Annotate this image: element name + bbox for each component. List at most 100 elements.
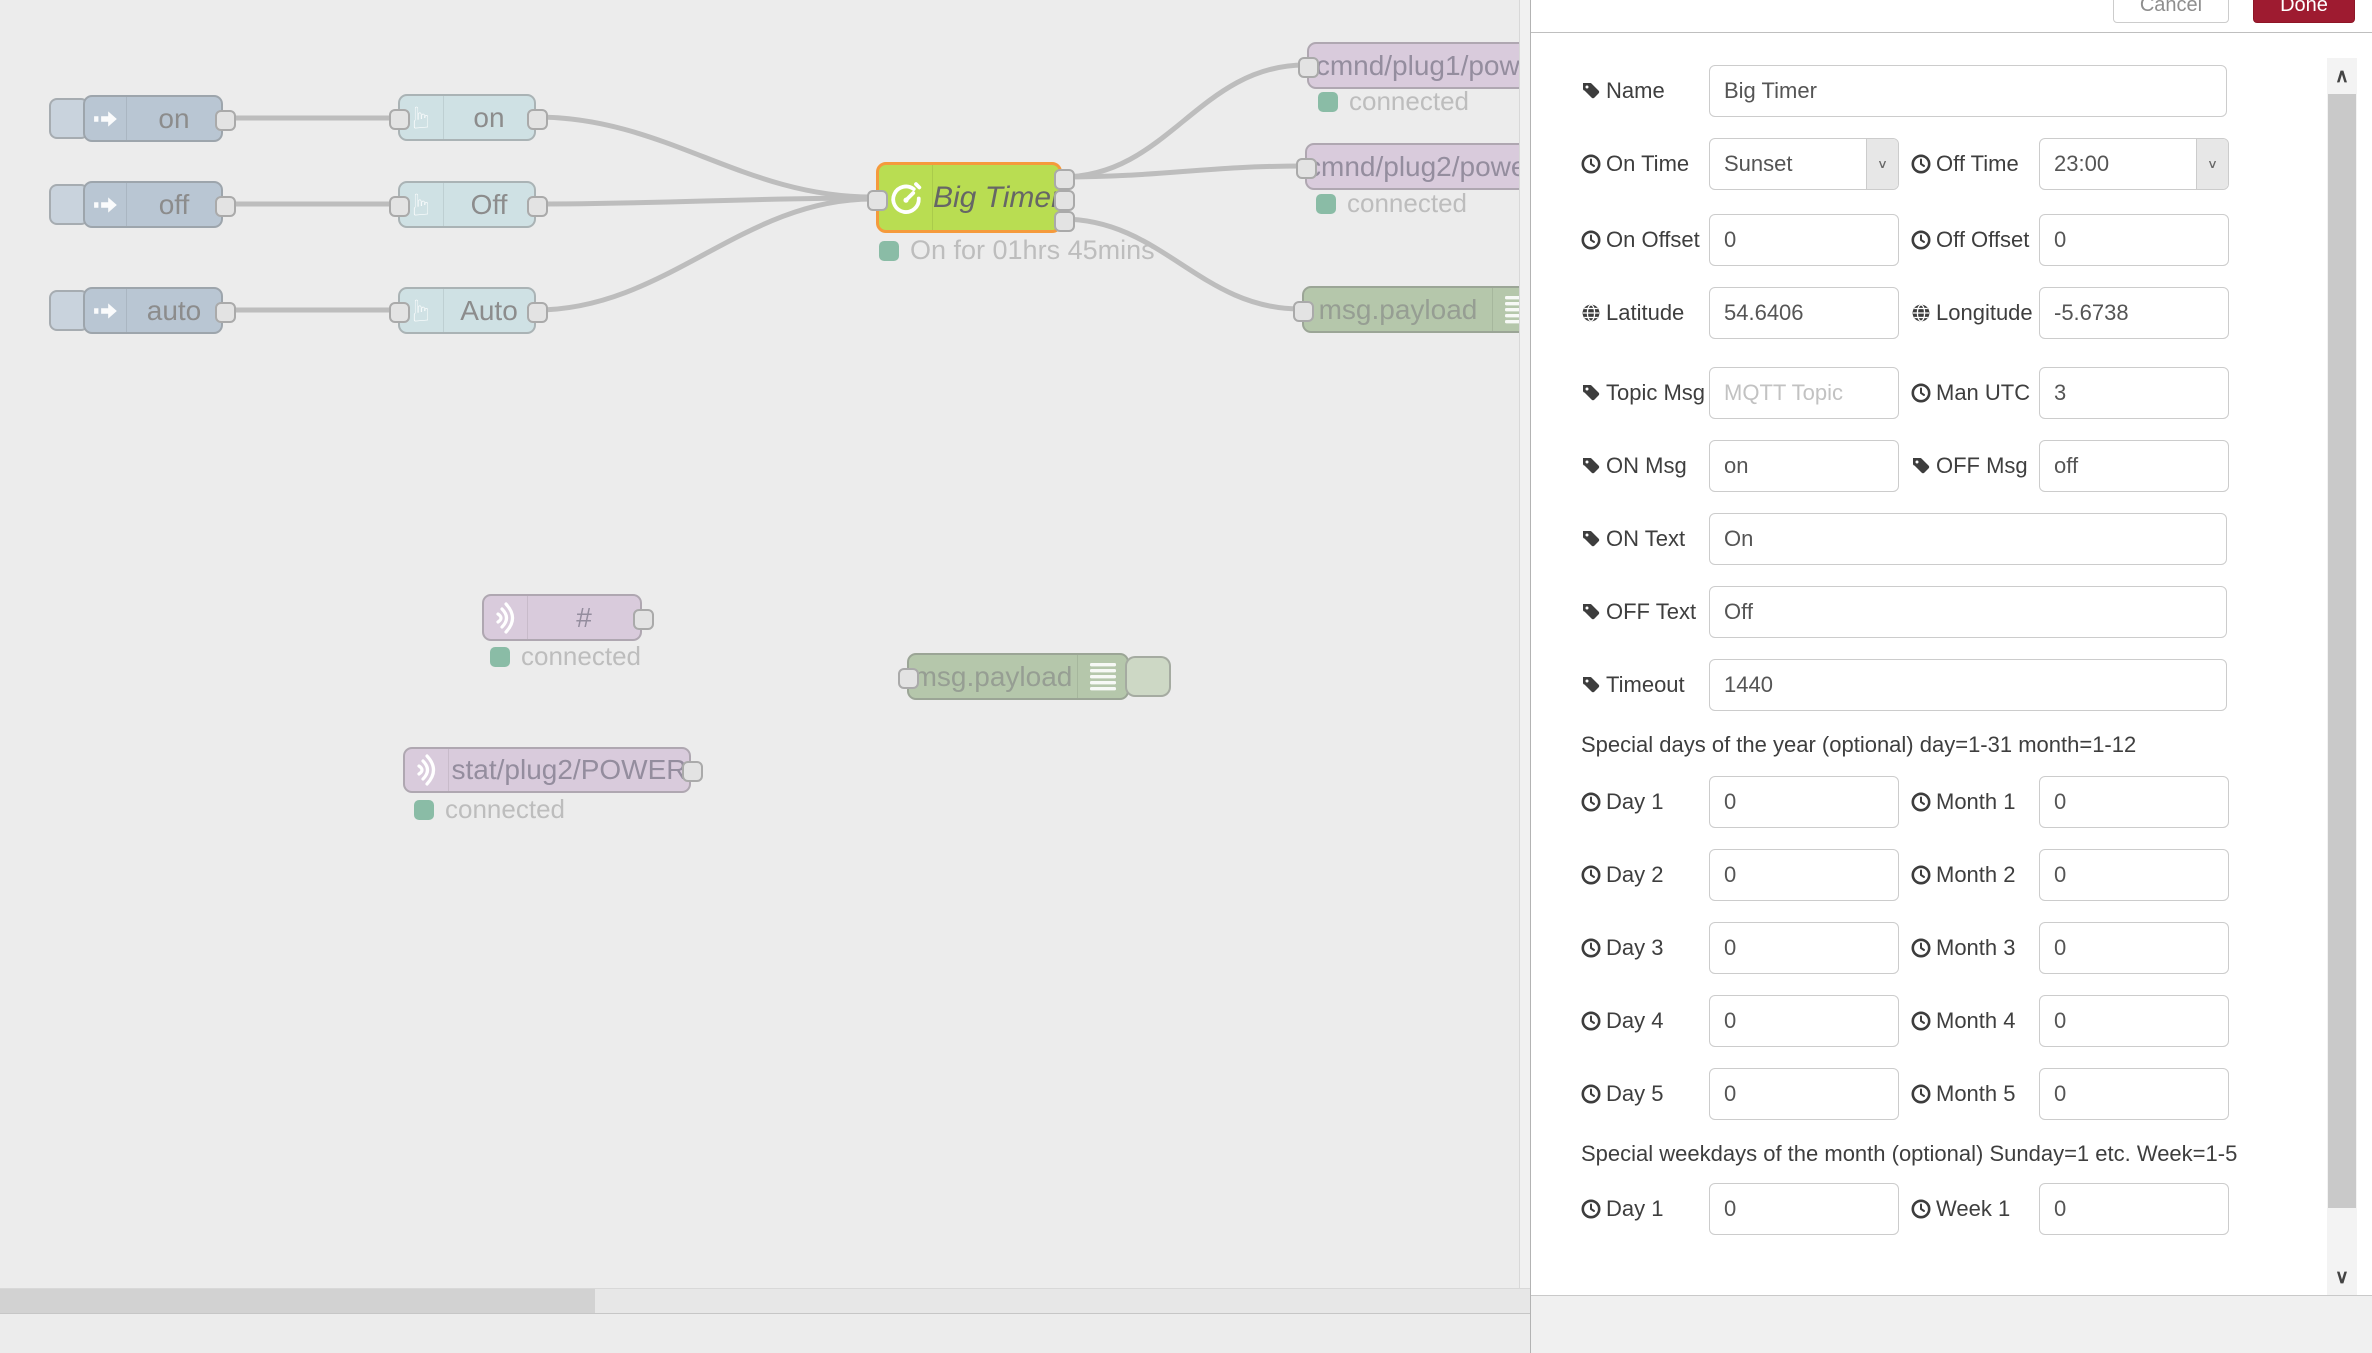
hscrollbar-thumb[interactable] bbox=[0, 1289, 595, 1313]
week-label: Week 1 bbox=[1911, 1196, 2039, 1222]
clock-icon bbox=[1911, 1084, 1931, 1104]
port-out[interactable] bbox=[527, 302, 548, 323]
wire[interactable] bbox=[1059, 163, 1307, 180]
clock-icon bbox=[1911, 1011, 1931, 1031]
wire[interactable] bbox=[1059, 62, 1308, 180]
clock-icon bbox=[1911, 154, 1931, 174]
clock-icon bbox=[1581, 792, 1601, 812]
month-input[interactable] bbox=[2039, 995, 2229, 1047]
port-in[interactable] bbox=[389, 109, 410, 130]
port-out[interactable] bbox=[215, 302, 236, 323]
clock-icon bbox=[1581, 938, 1601, 958]
status-dot-icon bbox=[1318, 91, 1338, 112]
port-in[interactable] bbox=[1298, 57, 1319, 78]
week-input[interactable] bbox=[2039, 1183, 2229, 1235]
off-msg-input[interactable] bbox=[2039, 440, 2229, 492]
button-node-auto[interactable]: ☞ Auto bbox=[389, 287, 548, 334]
month-input[interactable] bbox=[2039, 776, 2229, 828]
wire-layer bbox=[222, 62, 1308, 313]
on-msg-input[interactable] bbox=[1709, 440, 1899, 492]
day-input[interactable] bbox=[1709, 1183, 1899, 1235]
month-label: Month 3 bbox=[1911, 935, 2039, 961]
mqtt-in-node-stat[interactable]: stat/plug2/POWER bbox=[403, 747, 703, 793]
month-input[interactable] bbox=[2039, 849, 2229, 901]
day-input[interactable] bbox=[1709, 776, 1899, 828]
day-label: Day 1 bbox=[1581, 1196, 1709, 1222]
wire[interactable] bbox=[533, 114, 875, 200]
node-label: Off bbox=[470, 188, 508, 220]
button-node-on[interactable]: ☞ on bbox=[389, 94, 548, 141]
name-input[interactable] bbox=[1709, 65, 2227, 117]
port-in[interactable] bbox=[1296, 158, 1317, 179]
inject-node-on[interactable]: on bbox=[83, 95, 236, 142]
day-input[interactable] bbox=[1709, 1068, 1899, 1120]
port-in[interactable] bbox=[1293, 301, 1314, 322]
vscrollbar-thumb[interactable] bbox=[2328, 94, 2356, 1208]
off-offset-input[interactable] bbox=[2039, 214, 2229, 266]
day-label: Day 5 bbox=[1581, 1081, 1709, 1107]
clock-icon bbox=[1581, 230, 1601, 250]
form-row-topic: Topic Msg Man UTC bbox=[1581, 367, 2372, 419]
port-in[interactable] bbox=[867, 190, 888, 211]
wire[interactable] bbox=[533, 195, 875, 207]
tag-icon bbox=[1913, 458, 1930, 474]
off-text-input[interactable] bbox=[1709, 586, 2227, 638]
day-input[interactable] bbox=[1709, 849, 1899, 901]
tray-footer bbox=[1531, 1295, 2372, 1353]
port-out[interactable] bbox=[215, 110, 236, 131]
timeout-input[interactable] bbox=[1709, 659, 2227, 711]
month-label: Month 2 bbox=[1911, 862, 2039, 888]
on-text-input[interactable] bbox=[1709, 513, 2227, 565]
flow-canvas[interactable]: on off auto ☞ on ☞ Off ☞ Auto bbox=[0, 0, 1530, 1353]
day-input[interactable] bbox=[1709, 995, 1899, 1047]
port-out[interactable] bbox=[527, 196, 548, 217]
button-node-off[interactable]: ☞ Off bbox=[389, 181, 548, 228]
debug-node-mid[interactable]: msg.payload bbox=[898, 653, 1129, 700]
debug-toggle-button[interactable] bbox=[1125, 656, 1171, 697]
inject-arrow-icon bbox=[85, 183, 127, 226]
mqtt-out-node-plug2[interactable]: cmnd/plug2/power1 bbox=[1296, 143, 1530, 190]
latitude-input[interactable] bbox=[1709, 287, 1899, 339]
port-out[interactable] bbox=[633, 609, 654, 630]
month-label: Month 4 bbox=[1911, 1008, 2039, 1034]
node-label: stat/plug2/POWER bbox=[451, 754, 687, 785]
on-text-label: ON Text bbox=[1581, 526, 1709, 552]
done-button[interactable]: Done bbox=[2253, 0, 2355, 23]
port-out-2[interactable] bbox=[1054, 190, 1075, 211]
topic-msg-input[interactable] bbox=[1709, 367, 1899, 419]
day-input[interactable] bbox=[1709, 922, 1899, 974]
chevron-down-icon: ∨ bbox=[1866, 139, 1898, 189]
mqtt-in-node-wildcard[interactable]: # bbox=[482, 594, 654, 641]
off-time-select[interactable]: 23:00 ∨ bbox=[2039, 138, 2229, 190]
debug-node-top[interactable]: msg.payload bbox=[1293, 286, 1530, 333]
month-label: Month 5 bbox=[1911, 1081, 2039, 1107]
man-utc-input[interactable] bbox=[2039, 367, 2229, 419]
port-out[interactable] bbox=[682, 761, 703, 782]
month-input[interactable] bbox=[2039, 1068, 2229, 1120]
form-row-offsets: On Offset Off Offset bbox=[1581, 214, 2372, 266]
port-out-3[interactable] bbox=[1054, 211, 1075, 232]
wire[interactable] bbox=[533, 196, 875, 313]
port-in[interactable] bbox=[389, 302, 410, 323]
clock-icon bbox=[1911, 1199, 1931, 1219]
scroll-down-button[interactable]: ∨ bbox=[2327, 1259, 2357, 1295]
longitude-input[interactable] bbox=[2039, 287, 2229, 339]
month-input[interactable] bbox=[2039, 922, 2229, 974]
scroll-up-button[interactable]: ∧ bbox=[2327, 58, 2357, 94]
clock-icon bbox=[1581, 865, 1601, 885]
inject-node-auto[interactable]: auto bbox=[83, 287, 236, 334]
port-out[interactable] bbox=[527, 109, 548, 130]
port-in[interactable] bbox=[898, 668, 919, 689]
big-timer-node[interactable]: Big Timer bbox=[867, 162, 1075, 233]
on-offset-input[interactable] bbox=[1709, 214, 1899, 266]
mqtt-out-node-plug1[interactable]: cmnd/plug1/power1 bbox=[1298, 42, 1530, 89]
on-time-select[interactable]: Sunset ∨ bbox=[1709, 138, 1899, 190]
canvas-vscrollbar[interactable] bbox=[1519, 0, 1530, 1288]
port-out-1[interactable] bbox=[1054, 169, 1075, 190]
wire[interactable] bbox=[1059, 216, 1303, 312]
port-out[interactable] bbox=[215, 196, 236, 217]
port-in[interactable] bbox=[389, 196, 410, 217]
inject-button[interactable] bbox=[49, 184, 89, 225]
inject-node-off[interactable]: off bbox=[83, 181, 236, 228]
cancel-button[interactable]: Cancel bbox=[2113, 0, 2229, 23]
